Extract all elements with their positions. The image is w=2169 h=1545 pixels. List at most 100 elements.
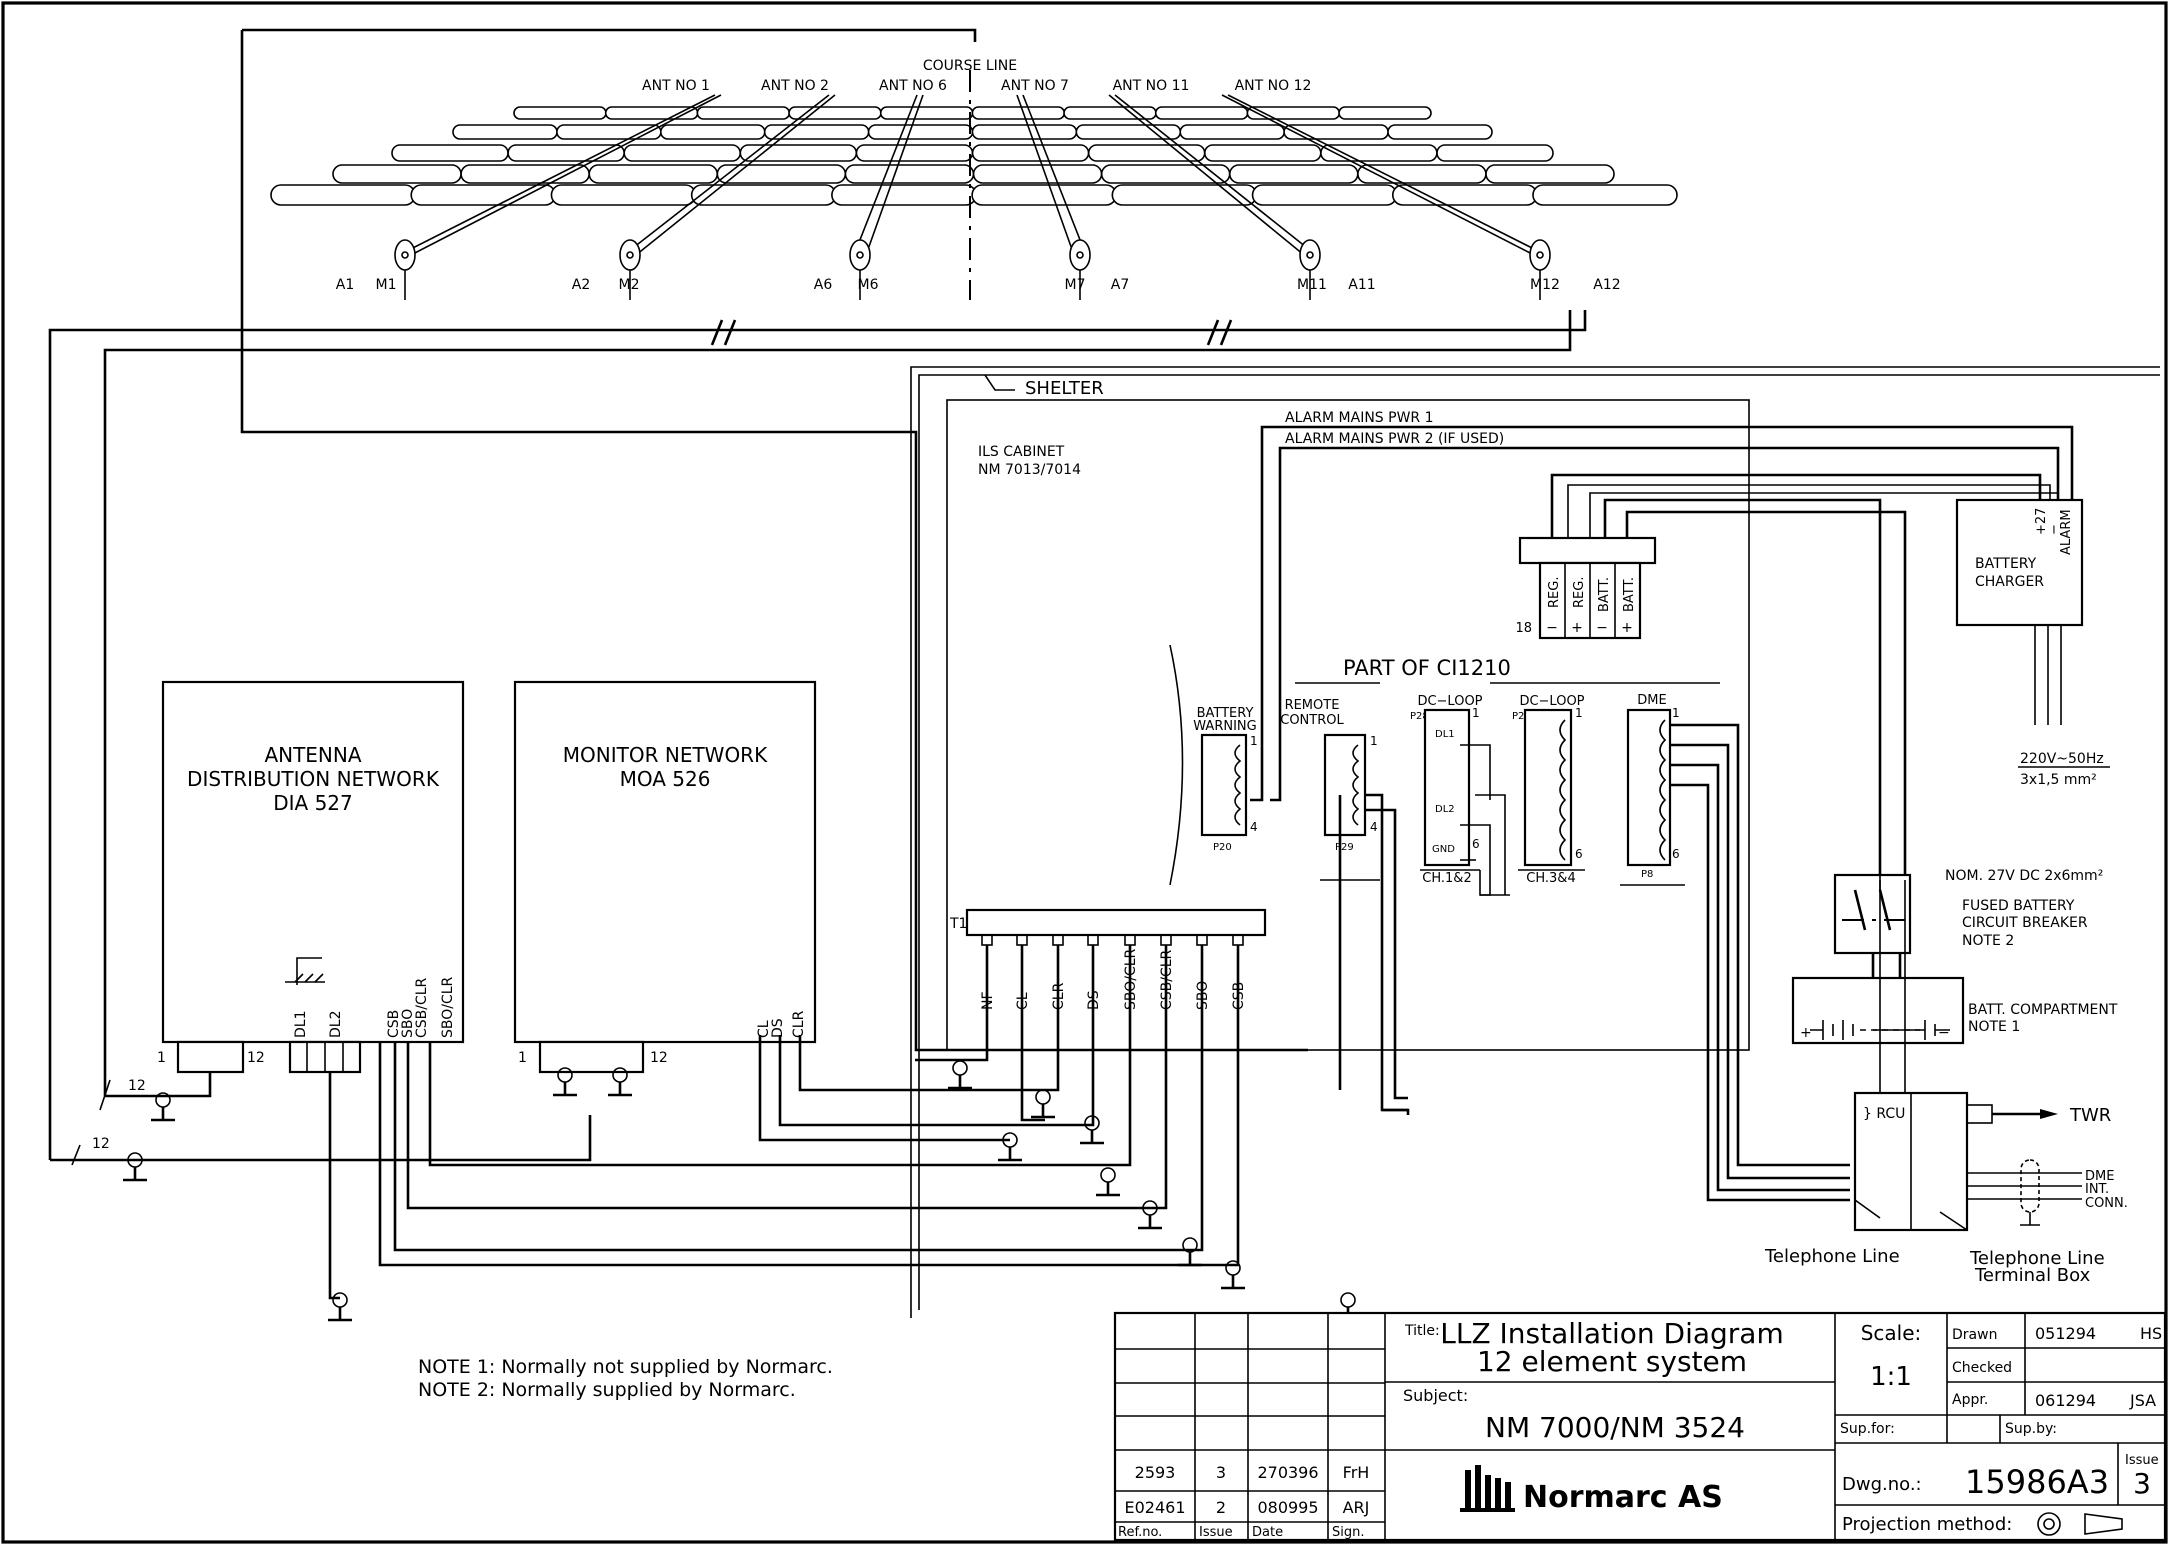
note-1: NOTE 1: Normally not supplied by Normarc… [418, 1356, 833, 1378]
svg-text:REMOTE: REMOTE [1285, 698, 1340, 713]
charger-term-3: ALARM [2059, 509, 2074, 555]
antenna-element [588, 164, 719, 184]
connector-label: A11 [1348, 277, 1375, 293]
antenna-element [739, 144, 858, 162]
antenna-labels: ANT NO 1 ANT NO 2 ANT NO 6 ANT NO 7 ANT … [642, 78, 1311, 94]
signal-wire [328, 1072, 340, 1300]
svg-text:DME: DME [1637, 693, 1666, 708]
svg-text:Issue: Issue [2125, 1453, 2159, 1468]
antenna-boom [1022, 94, 1087, 256]
battery-charger: BATTERY CHARGER +27 − ALARM 220V~50Hz 3x… [1955, 498, 2110, 788]
antenna-element [1436, 144, 1554, 162]
antenna-feed-center [856, 251, 864, 259]
antenna-element [1338, 106, 1432, 120]
svg-text:−: − [1938, 1025, 1950, 1041]
rcu-label: } RCU [1863, 1106, 1905, 1122]
ground-icon [1138, 1215, 1162, 1230]
ils-cabinet [946, 399, 1750, 1051]
antenna-feed-center [1076, 251, 1084, 259]
mains-spec-2: 3x1,5 mm² [2020, 772, 2097, 788]
telephone-line-label: Telephone Line [1764, 1246, 1900, 1267]
ground-icon [948, 1075, 972, 1090]
ground-icon [1221, 1275, 1245, 1290]
twr-label: TWR [2069, 1105, 2111, 1126]
antenna-feed-center [1536, 251, 1544, 259]
signal-wire [406, 945, 1168, 1210]
antenna-element [1111, 184, 1258, 206]
drawing-title-2: 12 element system [1477, 1345, 1747, 1378]
antenna-feed [619, 239, 641, 271]
charger-label-2: CHARGER [1975, 574, 2044, 590]
antenna-element [391, 144, 509, 162]
connector-label: M1 [376, 277, 397, 293]
svg-text:CL: CL [756, 1020, 772, 1038]
rcu: } RCU TWR DME INT. CONN. Telephone Line … [1764, 680, 2128, 1286]
antenna-element [332, 164, 462, 184]
tb-label: REG. [1547, 577, 1562, 608]
svg-text:DC−LOOP: DC−LOOP [1519, 694, 1584, 709]
antenna-array [270, 94, 1678, 300]
antenna-element [623, 144, 742, 162]
antenna-boom [1221, 94, 1535, 256]
antenna-boom [865, 94, 924, 256]
signal-wire [915, 945, 989, 1062]
shelter-label: SHELTER [1025, 378, 1104, 399]
ground-icon [998, 1147, 1022, 1162]
connector-remote-control: REMOTE CONTROL 1 4 P29 [1280, 698, 1408, 1112]
svg-text:1: 1 [1370, 734, 1378, 748]
antenna-element [971, 124, 1078, 140]
svg-text:051294: 051294 [2035, 1324, 2096, 1343]
ground-icon [1096, 1182, 1120, 1197]
antenna-element [1320, 144, 1438, 162]
ant-label-1: ANT NO 1 [642, 78, 710, 94]
t1-pin [1052, 934, 1064, 946]
svg-text:CSB/CLR: CSB/CLR [414, 977, 430, 1038]
ground-icon [123, 1167, 147, 1182]
svg-text:P20: P20 [1213, 842, 1232, 853]
connector-dc-loop-2: DC−LOOP P21 1 6 CH.3&4 [1512, 694, 1585, 886]
svg-text:BATT. COMPARTMENT: BATT. COMPARTMENT [1968, 1002, 2118, 1018]
ant-label-7: ANT NO 7 [1001, 78, 1069, 94]
svg-text:CONN.: CONN. [2085, 1196, 2128, 1211]
svg-text:FUSED BATTERY: FUSED BATTERY [1962, 898, 2075, 914]
title-block: 2593 3 270396 FrH E02461 2 080995 ARJ Re… [1113, 1311, 2167, 1542]
antenna-boom [410, 94, 722, 256]
svg-text:SBO: SBO [400, 1009, 416, 1038]
antenna-element [1075, 124, 1182, 140]
cabinet-label-2: NM 7013/7014 [978, 462, 1081, 478]
antenna-element [690, 184, 837, 206]
antenna-element [513, 106, 607, 120]
antenna-element [1283, 124, 1389, 140]
charger-label-1: BATTERY [1975, 556, 2037, 572]
cable-break-marks [710, 319, 1233, 346]
antenna-element [844, 164, 975, 184]
svg-text:FrH: FrH [1343, 1463, 1370, 1482]
ground-terminal [1035, 1089, 1051, 1105]
svg-text:1: 1 [1472, 706, 1480, 720]
alarm-pwr-1: ALARM MAINS PWR 1 [1285, 410, 1434, 426]
ground-icon [1080, 1130, 1104, 1145]
charger-term-2: − [2047, 524, 2062, 535]
svg-text:P8: P8 [1641, 869, 1653, 880]
svg-text:ARJ: ARJ [1343, 1498, 1370, 1517]
antenna-element [550, 184, 697, 206]
t1-pin [1160, 934, 1172, 946]
signal-wire [378, 945, 1240, 1267]
svg-text:DL2: DL2 [328, 1011, 344, 1039]
connector-label: M6 [858, 277, 879, 293]
tb-label: BATT. [1597, 577, 1612, 612]
antenna-element [696, 106, 791, 120]
antenna-element [788, 106, 882, 120]
ground-terminal [1225, 1260, 1241, 1276]
svg-text:080995: 080995 [1257, 1498, 1318, 1517]
tb-sign: + [1621, 620, 1633, 636]
tb-sign: − [1596, 620, 1608, 636]
ground-terminal [952, 1060, 968, 1076]
svg-text:1:1: 1:1 [1870, 1362, 1912, 1392]
svg-text:BATTERY: BATTERY [1197, 706, 1254, 721]
svg-text:INT.: INT. [2085, 1182, 2109, 1197]
connector-label: A1 [336, 277, 354, 293]
antenna-feed [394, 239, 416, 271]
antenna-element [763, 124, 870, 140]
